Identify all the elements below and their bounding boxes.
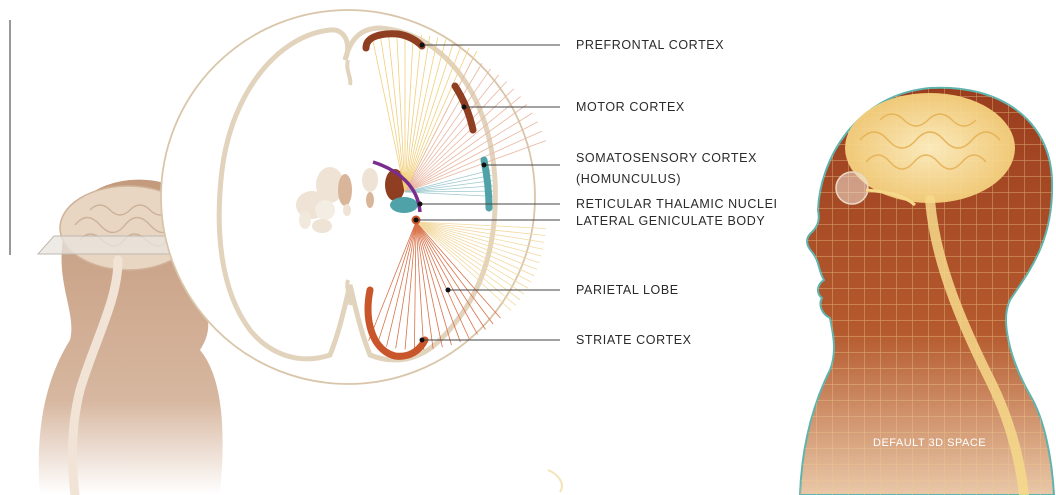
caption-default-3d-space: DEFAULT 3D SPACE <box>873 437 986 449</box>
dot-icon <box>482 163 487 168</box>
label-lateral-geniculate-body: LATERAL GENICULATE BODY <box>576 214 765 228</box>
label-parietal-lobe: PARIETAL LOBE <box>576 283 679 297</box>
label-reticular-thalamic-nuclei: RETICULAR THALAMIC NUCLEI <box>576 197 778 211</box>
label-somatosensory-cortex: SOMATOSENSORY CORTEX <box>576 151 757 165</box>
dot-icon <box>420 338 425 343</box>
dot-icon <box>420 43 425 48</box>
eye-lens <box>836 172 868 204</box>
label-motor-cortex: MOTOR CORTEX <box>576 100 685 114</box>
label-homunculus: (HOMUNCULUS) <box>576 172 681 186</box>
label-striate-cortex: STRIATE CORTEX <box>576 333 692 347</box>
dot-icon <box>414 218 419 223</box>
dot-icon <box>462 105 467 110</box>
right-head-figure <box>800 88 1054 495</box>
right-brain <box>845 93 1015 203</box>
dot-icon <box>418 202 423 207</box>
dot-icon <box>446 288 451 293</box>
label-prefrontal-cortex: PREFRONTAL CORTEX <box>576 38 724 52</box>
brain-outline <box>219 28 495 360</box>
reticular-nucleus-teal <box>390 197 418 213</box>
